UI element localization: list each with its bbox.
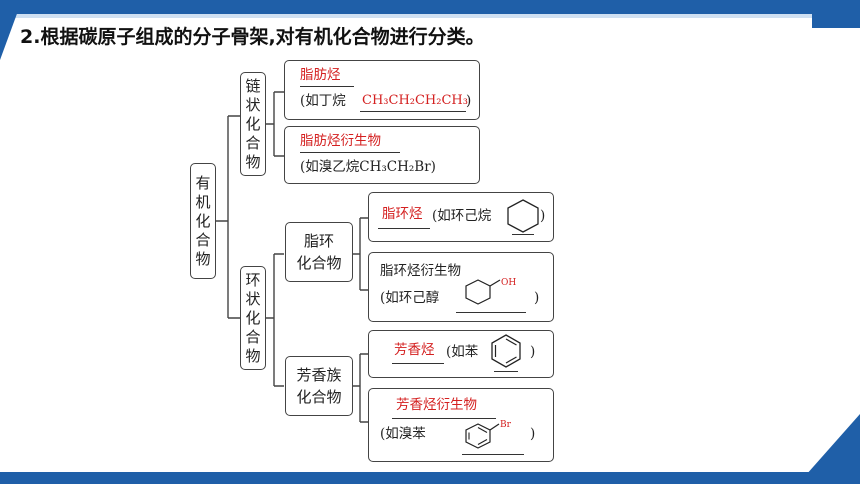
answer-underline	[378, 228, 430, 230]
bromoethane-example: (如溴乙烷CH₃CH₂Br)	[300, 159, 436, 175]
aromatic-hydrocarbon-answer: 芳香烃	[394, 342, 435, 358]
left-decor-triangle	[0, 0, 22, 60]
ring-char: 物	[245, 346, 261, 365]
aliphatic-derivative-box	[284, 126, 480, 184]
aromatic-derivative-box	[368, 388, 554, 462]
root-char: 合	[195, 230, 211, 249]
chain-bracket	[266, 91, 284, 157]
answer-underline	[512, 234, 534, 236]
cyclohexanol-structure-icon: OH	[465, 278, 516, 305]
aromatic-bracket	[353, 353, 368, 423]
ring-bracket	[266, 253, 284, 387]
slide-heading: 2.根据碳原子组成的分子骨架,对有机化合物进行分类。	[20, 22, 485, 49]
answer-underline	[392, 363, 444, 365]
aromatic-hydrocarbon-box	[368, 330, 554, 378]
answer-underline	[456, 312, 526, 314]
chain-char: 合	[245, 133, 261, 152]
top-decor-bar	[0, 0, 860, 14]
root-organic-compounds-box: 有 机 化 合 物	[190, 163, 216, 279]
alicyclic-derivative-label: 脂环烃衍生物	[380, 263, 461, 279]
butane-suffix: )	[466, 93, 472, 109]
chain-char: 状	[245, 95, 261, 114]
aliphatic-derivative-answer: 脂肪烃衍生物	[300, 133, 381, 149]
ring-char: 合	[245, 327, 261, 346]
bromobenzene-structure-icon: Br	[465, 420, 512, 449]
chain-char: 物	[245, 152, 261, 171]
aromatic-label-line2: 化合物	[296, 388, 342, 406]
answer-underline	[392, 418, 496, 420]
ring-char: 化	[245, 308, 261, 327]
root-char: 机	[195, 192, 211, 211]
bromine-label: Br	[500, 420, 512, 430]
butane-example-prefix: (如丁烷	[300, 93, 346, 109]
answer-underline	[462, 454, 524, 456]
aromatic-compounds-box: 芳香族 化合物	[285, 356, 353, 416]
root-char: 化	[195, 211, 211, 230]
ring-char: 状	[245, 289, 261, 308]
cyclohexane-example-prefix: (如环己烷	[432, 208, 492, 224]
aliphatic-hydrocarbon-box	[284, 60, 480, 120]
aromatic-derivative-answer: 芳香烃衍生物	[396, 397, 477, 413]
heading-number: 2.	[20, 26, 41, 48]
bromobenzene-suffix: )	[530, 426, 536, 442]
bottom-right-decor-corner	[798, 414, 860, 484]
cyclohexanol-example-prefix: (如环己醇	[380, 290, 440, 306]
hydroxyl-label: OH	[501, 278, 516, 288]
root-char: 物	[195, 249, 211, 268]
top-decor-strip	[0, 14, 860, 18]
benzene-structure-icon	[491, 334, 521, 368]
butane-formula: CH₃CH₂CH₂CH₃	[362, 93, 468, 108]
benzene-example-prefix: (如苯	[446, 344, 479, 360]
ring-compounds-box: 环 状 化 合 物	[240, 266, 266, 370]
root-char: 有	[195, 173, 211, 192]
chain-compounds-box: 链 状 化 合 物	[240, 72, 266, 176]
alicyclic-label-line1: 脂环	[303, 232, 334, 250]
answer-underline	[300, 86, 354, 88]
alicyclic-bracket	[353, 217, 368, 291]
chain-char: 链	[245, 76, 261, 95]
alicyclic-label-line2: 化合物	[296, 254, 342, 272]
answer-underline	[300, 152, 400, 154]
cyclohexane-suffix: )	[540, 208, 546, 224]
answer-underline	[360, 111, 466, 113]
alicyclic-compounds-box: 脂环 化合物	[285, 222, 353, 282]
alicyclic-hydrocarbon-answer: 脂环烃	[382, 206, 423, 222]
bromobenzene-example-prefix: (如溴苯	[380, 426, 426, 442]
cyclohexanol-suffix: )	[534, 290, 540, 306]
root-bracket	[216, 115, 240, 319]
chain-char: 化	[245, 114, 261, 133]
aromatic-label-line1: 芳香族	[296, 366, 342, 384]
aliphatic-hydrocarbon-answer: 脂肪烃	[300, 67, 341, 83]
bottom-decor-bar	[0, 472, 860, 484]
heading-text: 根据碳原子组成的分子骨架,对有机化合物进行分类。	[40, 26, 485, 48]
benzene-suffix: )	[530, 344, 536, 360]
cyclohexane-structure-icon	[507, 199, 539, 233]
top-right-tab	[812, 0, 860, 28]
alicyclic-derivative-box	[368, 252, 554, 322]
answer-underline	[494, 371, 518, 373]
ring-char: 环	[245, 270, 261, 289]
